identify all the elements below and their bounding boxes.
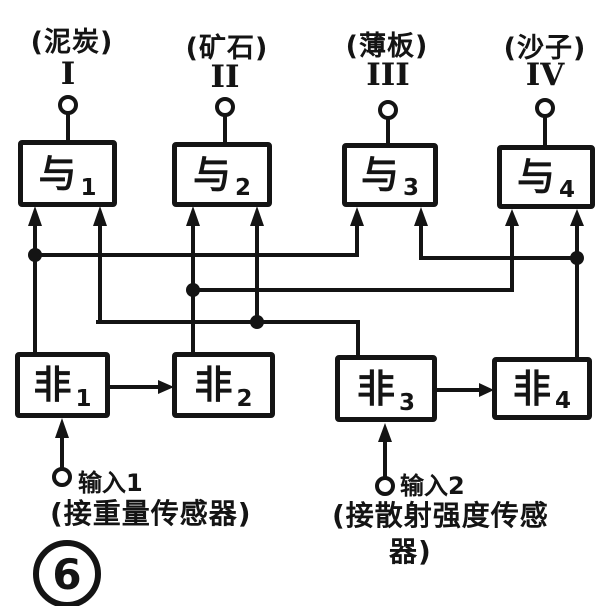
material-label-peat: (泥炭) [30, 27, 114, 58]
and-gate-4-glyph: 与 [516, 155, 555, 199]
terminal-circle-output-2 [215, 97, 235, 117]
arrowhead-and2-right [250, 206, 264, 226]
figure-number: 6 [52, 549, 82, 599]
junction-dot-not4 [570, 251, 584, 265]
arrowhead-and4-left [505, 209, 519, 226]
terminal-circle-output-4 [535, 98, 555, 118]
and-gate-2-glyph: 与 [192, 152, 231, 197]
bus-C-not3-output [96, 320, 360, 356]
output-numeral-1: I [60, 56, 76, 92]
junction-dot-not2 [186, 283, 200, 297]
not-gate-1-glyph: 非 [33, 363, 72, 407]
and-gate-3-subscript: 3 [403, 175, 420, 201]
not-gate-2-subscript: 2 [236, 386, 253, 412]
terminal-circle-output-1 [58, 95, 78, 115]
material-label-ore: (矿石) [185, 33, 269, 64]
arrowhead-and2-left [186, 206, 200, 226]
terminal-circle-input-2 [375, 476, 395, 496]
and-gate-4: 与 4 [497, 145, 595, 209]
input-1-label: 输入1 [78, 469, 143, 497]
not-gate-4: 非 4 [492, 357, 592, 420]
and-gate-1-subscript: 1 [80, 175, 97, 201]
and-gate-2: 与 2 [172, 142, 272, 207]
arrowhead-and1-right [93, 206, 107, 226]
input-2-note-line1: (接散射强度传感 [332, 499, 549, 532]
wires [31, 111, 579, 479]
arrowhead-and4-right [570, 209, 584, 226]
arrowhead-and3-left [350, 207, 364, 226]
arrowhead-input1 [55, 418, 69, 438]
and-gate-2-subscript: 2 [235, 175, 252, 201]
not-gate-1: 非 1 [15, 352, 110, 418]
junction-dot-not3 [250, 315, 264, 329]
output-numeral-3: III [366, 57, 410, 93]
not-gate-1-subscript: 1 [75, 386, 92, 412]
and-gate-1: 与 1 [18, 140, 117, 207]
arrowhead-not4-input [479, 383, 494, 397]
and-gate-3: 与 3 [342, 143, 438, 207]
and-gate-4-subscript: 4 [559, 177, 576, 203]
terminal-circles [52, 95, 555, 496]
not-gate-2: 非 2 [172, 352, 275, 418]
arrowhead-not2-input [158, 380, 174, 394]
not-gate-4-glyph: 非 [512, 366, 551, 411]
material-label-sand: (沙子) [503, 33, 587, 64]
and-gate-1-glyph: 与 [38, 151, 77, 196]
output-numeral-2: II [210, 59, 240, 95]
terminal-circle-input-1 [52, 467, 72, 487]
arrowhead-and3-right [414, 207, 428, 226]
output-numeral-4: IV [525, 57, 565, 93]
input-2-label: 输入2 [400, 472, 465, 500]
junction-dot-not1 [28, 248, 42, 262]
not-gate-3-glyph: 非 [356, 366, 395, 411]
not-gate-3-subscript: 3 [399, 390, 416, 416]
not-gate-3: 非 3 [335, 355, 437, 422]
input-1-note: (接重量传感器) [50, 497, 252, 530]
terminal-circle-output-3 [378, 100, 398, 120]
input-2-note-line2: 器) [389, 535, 432, 568]
not-gate-4-subscript: 4 [555, 388, 572, 414]
arrowhead-and1-left [28, 206, 42, 226]
arrowheads [28, 206, 584, 442]
material-label-sheet: (薄板) [345, 31, 429, 62]
arrowhead-input2 [378, 423, 392, 442]
and-gate-3-glyph: 与 [360, 153, 399, 197]
figure-number-badge: 6 [33, 540, 101, 606]
not-gate-2-glyph: 非 [194, 363, 233, 407]
